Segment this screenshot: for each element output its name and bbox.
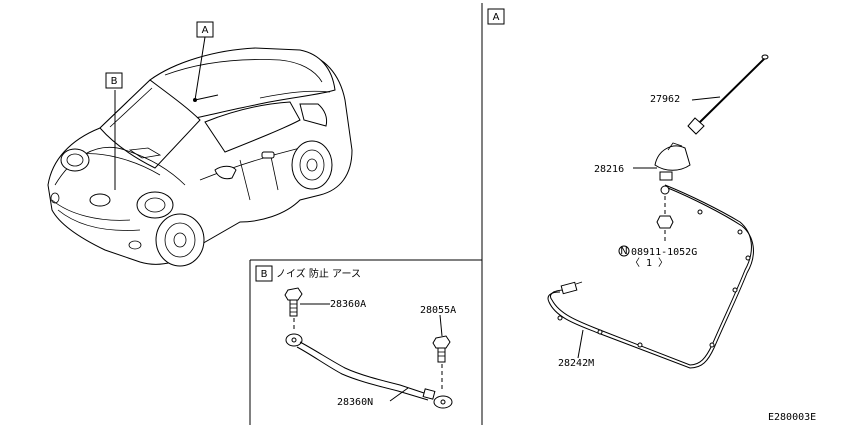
callout-letter: A	[493, 12, 500, 23]
callout-letter: B	[261, 269, 268, 280]
part-number-nut: 08911-1052G	[631, 247, 697, 258]
part-number-antenna-rod: 27962	[650, 94, 680, 105]
callout-letter: A	[202, 25, 209, 36]
bolt-right	[432, 314, 451, 390]
diagram-code: E280003E	[768, 412, 816, 423]
part-number-bolt-upper: 28360A	[330, 299, 366, 310]
section-b-title: ノイズ 防止 アース	[276, 267, 361, 280]
section-a-header: A	[487, 8, 505, 25]
section-b-header: B	[255, 265, 273, 282]
svg-text:N: N	[620, 246, 627, 257]
ground-strap	[285, 333, 453, 409]
part-number-ground-strap: 28360N	[337, 397, 373, 408]
callout-box-overview-b: B	[105, 72, 123, 89]
nut	[656, 185, 674, 242]
feeder-cable	[547, 184, 754, 369]
bolt-upper	[284, 287, 330, 332]
part-number-bolt-right: 28055A	[420, 305, 456, 316]
car-illustration	[47, 36, 353, 267]
antenna-rod	[687, 54, 769, 135]
antenna-base	[633, 142, 691, 181]
part-number-feeder-cable: 28242M	[558, 358, 594, 369]
callout-letter: B	[111, 76, 118, 87]
part-number-antenna-base: 28216	[594, 164, 624, 175]
part-quantity-nut: 〈 1 〉	[630, 257, 668, 269]
nut-prefix-marker: N	[618, 245, 630, 257]
callout-box-overview-a: A	[196, 21, 214, 38]
frame-lines	[249, 3, 483, 425]
